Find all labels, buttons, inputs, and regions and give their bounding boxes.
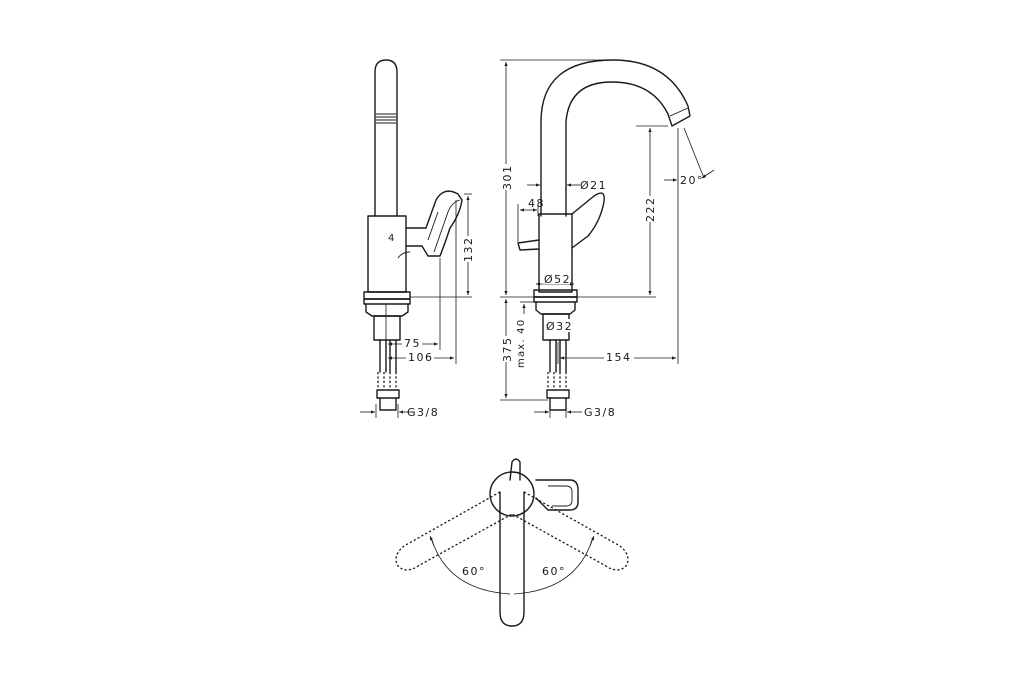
- top-arc-right: [513, 539, 593, 595]
- front-gasket: [533, 296, 578, 303]
- handle-mark-icon: 4: [388, 233, 396, 244]
- side-aerator: [376, 113, 396, 124]
- label-375: 375: [501, 337, 514, 363]
- front-body: [538, 213, 573, 293]
- label-thread-right: G3/8: [584, 406, 616, 419]
- top-view: 60° 60°: [395, 458, 629, 627]
- label-301: 301: [501, 165, 514, 191]
- label-dia-32: Ø32: [546, 320, 573, 333]
- side-gasket: [363, 298, 411, 305]
- label-154: 154: [606, 351, 632, 364]
- dim-48: 48: [517, 197, 545, 242]
- side-mounting-nut: [365, 303, 409, 317]
- top-spout-swivel-right: [511, 491, 629, 571]
- dim-132: 132: [410, 193, 475, 298]
- side-lever: [405, 190, 463, 257]
- label-75: 75: [404, 337, 421, 350]
- dim-max-40: max. 40: [516, 301, 534, 368]
- label-angle-left: 60°: [462, 565, 486, 578]
- side-supply-hoses: [376, 339, 400, 411]
- label-thread-left: G3/8: [407, 406, 439, 419]
- side-view: 4 132: [360, 59, 475, 419]
- dim-222: 222: [577, 125, 668, 298]
- label-48: 48: [528, 197, 545, 210]
- dim-dia-21: Ø21: [527, 179, 607, 192]
- dim-301: 301: [499, 59, 612, 298]
- side-flange: [363, 291, 411, 300]
- dim-dia-52: Ø52: [536, 272, 574, 286]
- label-dia-21: Ø21: [580, 179, 607, 192]
- top-spout-swivel-left: [395, 491, 513, 571]
- dim-thread-right: G3/8: [534, 404, 616, 419]
- side-shank: [373, 315, 401, 341]
- front-lever: [571, 192, 605, 249]
- dim-thread-left: G3/8: [360, 404, 439, 419]
- dim-75: 75: [385, 258, 441, 350]
- front-nut: [535, 301, 576, 315]
- top-body-circle: [489, 471, 535, 517]
- label-dia-52: Ø52: [544, 273, 571, 286]
- label-132: 132: [462, 237, 475, 263]
- label-222: 222: [644, 197, 657, 223]
- side-spout-tube: [374, 59, 398, 217]
- front-view: 301 222 Ø21 48 Ø52: [499, 59, 715, 419]
- front-flange: [533, 289, 578, 298]
- top-lever-plate: [535, 479, 579, 511]
- front-lever-fin: [517, 239, 540, 251]
- dim-154: 154: [557, 128, 679, 364]
- side-body: [367, 215, 407, 293]
- label-angle-spout: 20°: [680, 174, 704, 187]
- label-angle-right: 60°: [542, 565, 566, 578]
- dim-106: 106: [388, 200, 457, 364]
- label-106: 106: [408, 351, 434, 364]
- label-max-40: max. 40: [516, 319, 527, 368]
- top-arc-left: [431, 539, 511, 595]
- dim-375: 375: [499, 299, 548, 401]
- dim-dia-32: Ø32: [545, 319, 573, 333]
- dim-angle-spout: 20°: [664, 127, 715, 187]
- top-spout-center: [499, 491, 525, 627]
- front-spout: [540, 59, 691, 217]
- top-lever: [509, 458, 521, 481]
